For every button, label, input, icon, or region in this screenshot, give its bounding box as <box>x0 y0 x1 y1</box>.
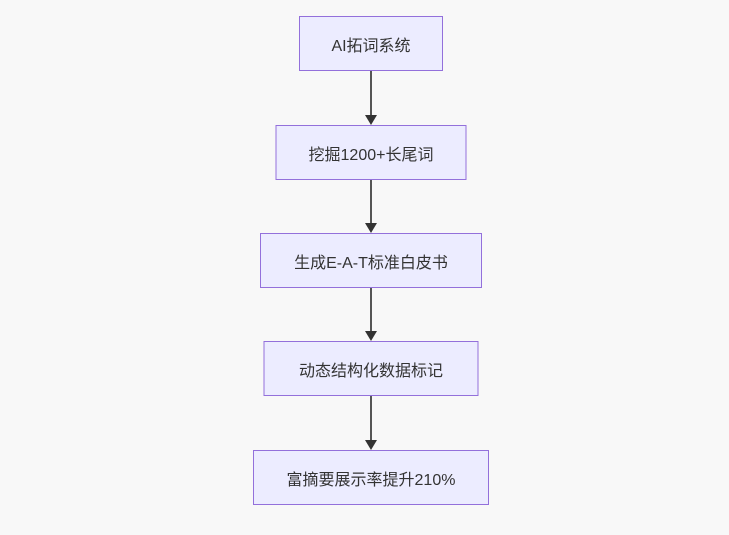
flow-node-label: 富摘要展示率提升210% <box>286 471 456 489</box>
flow-arrow <box>365 180 377 233</box>
flow-node-label: AI拓词系统 <box>331 37 411 55</box>
arrow-down-icon <box>365 115 377 125</box>
arrow-line <box>370 71 372 116</box>
flow-node-label: 挖掘1200+长尾词 <box>308 146 434 164</box>
flow-node-eat-whitepaper: 生成E-A-T标准白皮书 <box>260 233 482 288</box>
flow-node-ai-keyword-system: AI拓词系统 <box>299 16 443 71</box>
flow-arrow <box>365 396 377 450</box>
arrow-down-icon <box>365 440 377 450</box>
flow-node-label: 动态结构化数据标记 <box>298 362 443 380</box>
arrow-line <box>370 180 372 224</box>
flow-node-rich-snippet-result: 富摘要展示率提升210% <box>253 450 489 505</box>
flow-node-longtail-mining: 挖掘1200+长尾词 <box>275 125 467 180</box>
arrow-line <box>370 288 372 332</box>
flow-arrow <box>365 71 377 125</box>
arrow-down-icon <box>365 223 377 233</box>
arrow-down-icon <box>365 331 377 341</box>
arrow-line <box>370 396 372 441</box>
flow-node-structured-data-markup: 动态结构化数据标记 <box>263 341 479 396</box>
flow-node-label: 生成E-A-T标准白皮书 <box>294 254 448 272</box>
flow-arrow <box>365 288 377 341</box>
